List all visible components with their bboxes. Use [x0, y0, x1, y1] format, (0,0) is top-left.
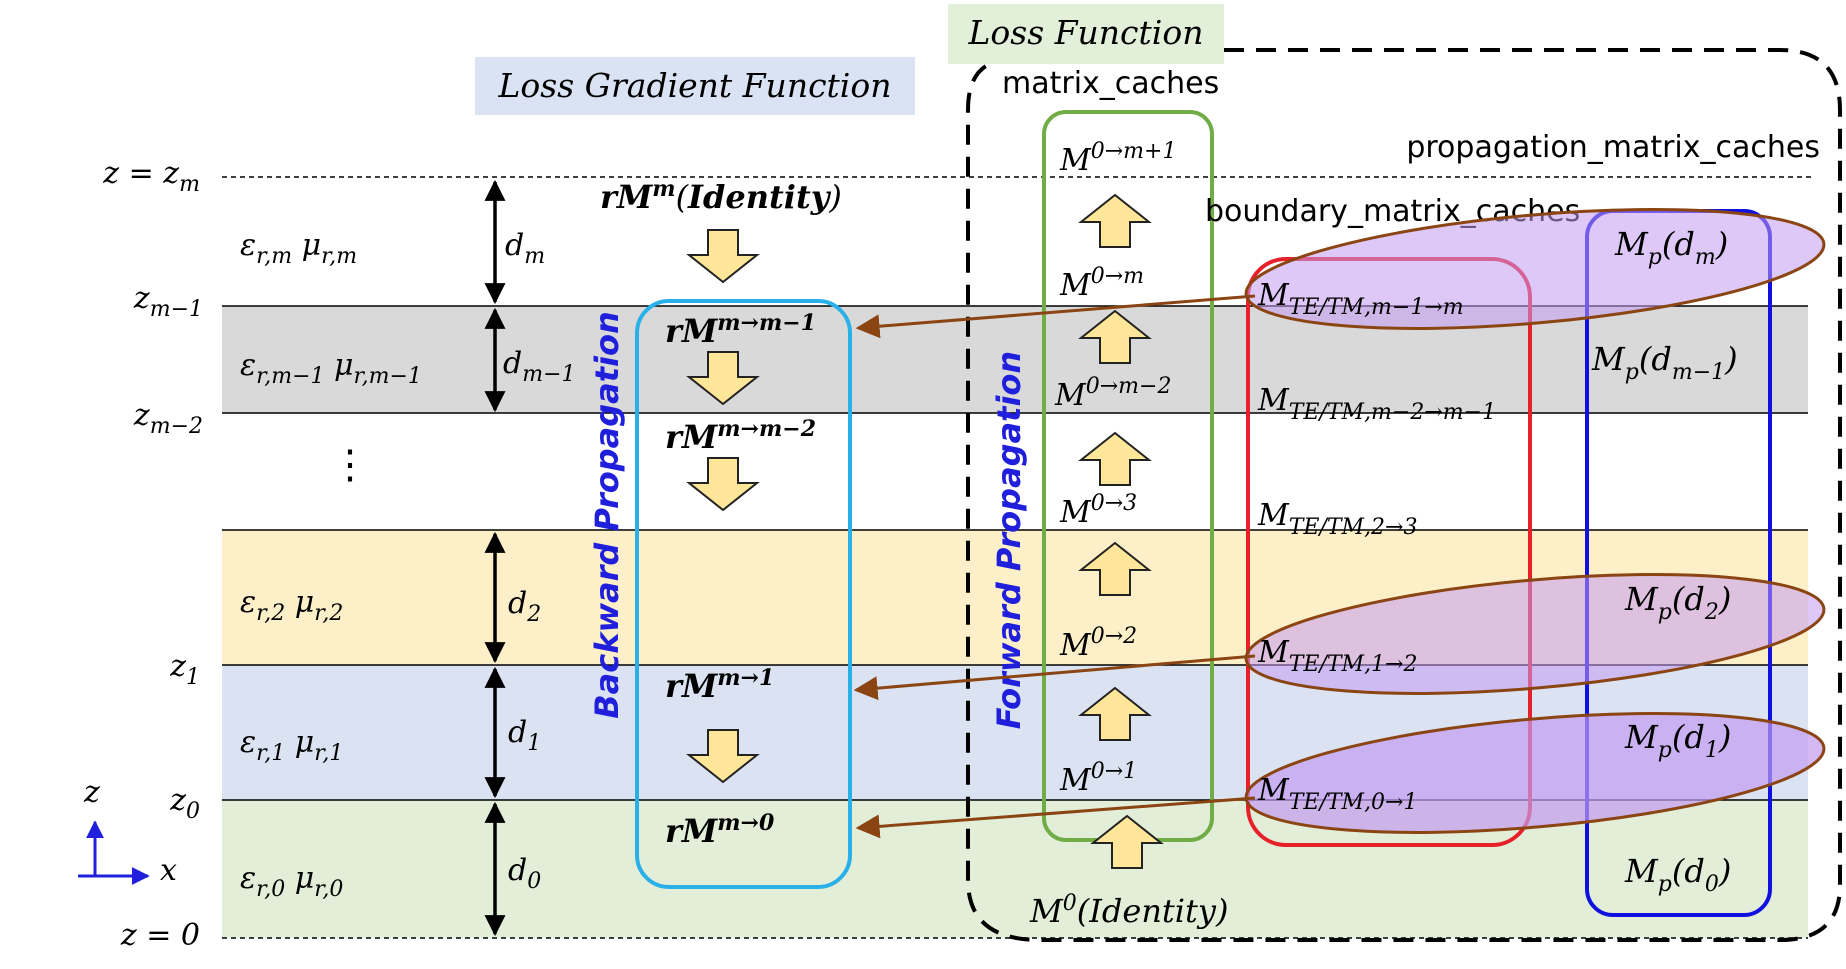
axis-x-label: x [160, 853, 177, 888]
link-arrow-0 [855, 796, 1256, 839]
down-arrow-icon [686, 457, 760, 512]
propagation-item-d1: Mp(d1) [1624, 718, 1731, 763]
up-arrow-icon [1078, 309, 1152, 364]
z-label-zero: z = 0 [120, 918, 200, 953]
z-label-z0: z0 [169, 783, 200, 824]
loss-function-header-bg [948, 4, 1224, 64]
z-label-zm1: zm−1 [133, 281, 203, 322]
z-label-zm2: zm−2 [133, 398, 203, 439]
loss-function-boundary [966, 48, 1842, 942]
link-arrow-1 [853, 654, 1256, 701]
layer-ellipsis: ⋮ [330, 442, 370, 488]
down-arrow-icon [686, 229, 760, 284]
axis-z-label: z [83, 775, 100, 810]
forward-item-m-plus-1: M0→m+1 [1059, 139, 1176, 178]
backward-propagation-box [635, 299, 852, 889]
up-arrow-icon [1090, 814, 1164, 869]
matrix-caches-label: matrix_caches [1002, 66, 1219, 101]
up-arrow-icon [1078, 431, 1152, 486]
group-ellipse-2 [1244, 573, 1826, 695]
z-label-zm: z = zm [102, 156, 200, 197]
up-arrow-icon [1078, 193, 1152, 248]
up-arrow-icon [1078, 541, 1152, 596]
loss-function-header: Loss Function [968, 13, 1204, 52]
backward-propagation-label: Backward Propagation [588, 311, 626, 718]
backward-item-m-m2: rMm→m−2 [665, 416, 816, 456]
group-ellipse-m [1244, 208, 1826, 330]
layer-label-m: εr,m μr,m [240, 228, 357, 269]
propagation-item-dm1: Mp(dm−1) [1591, 340, 1738, 385]
forward-item-m: M0→m [1059, 264, 1144, 303]
down-arrow-icon [686, 351, 760, 406]
backward-item-identity: rMm(Identity) [600, 176, 842, 216]
z-label-z1: z1 [169, 649, 200, 690]
forward-propagation-label: Forward Propagation [990, 351, 1028, 729]
forward-item-identity: M0(Identity) [1029, 891, 1228, 930]
link-arrow-m1 [855, 294, 1256, 339]
propagation-matrix-caches-label: propagation_matrix_caches [1406, 130, 1820, 165]
up-arrow-icon [1078, 686, 1152, 741]
loss-gradient-header: Loss Gradient Function [498, 66, 892, 105]
layer-label-m-minus-1: εr,m−1 μr,m−1 [240, 348, 422, 389]
forward-item-3: M0→3 [1059, 491, 1137, 530]
down-arrow-icon [686, 729, 760, 784]
loss-gradient-header-bg [475, 57, 915, 115]
thickness-label-dm: dm [505, 228, 545, 269]
